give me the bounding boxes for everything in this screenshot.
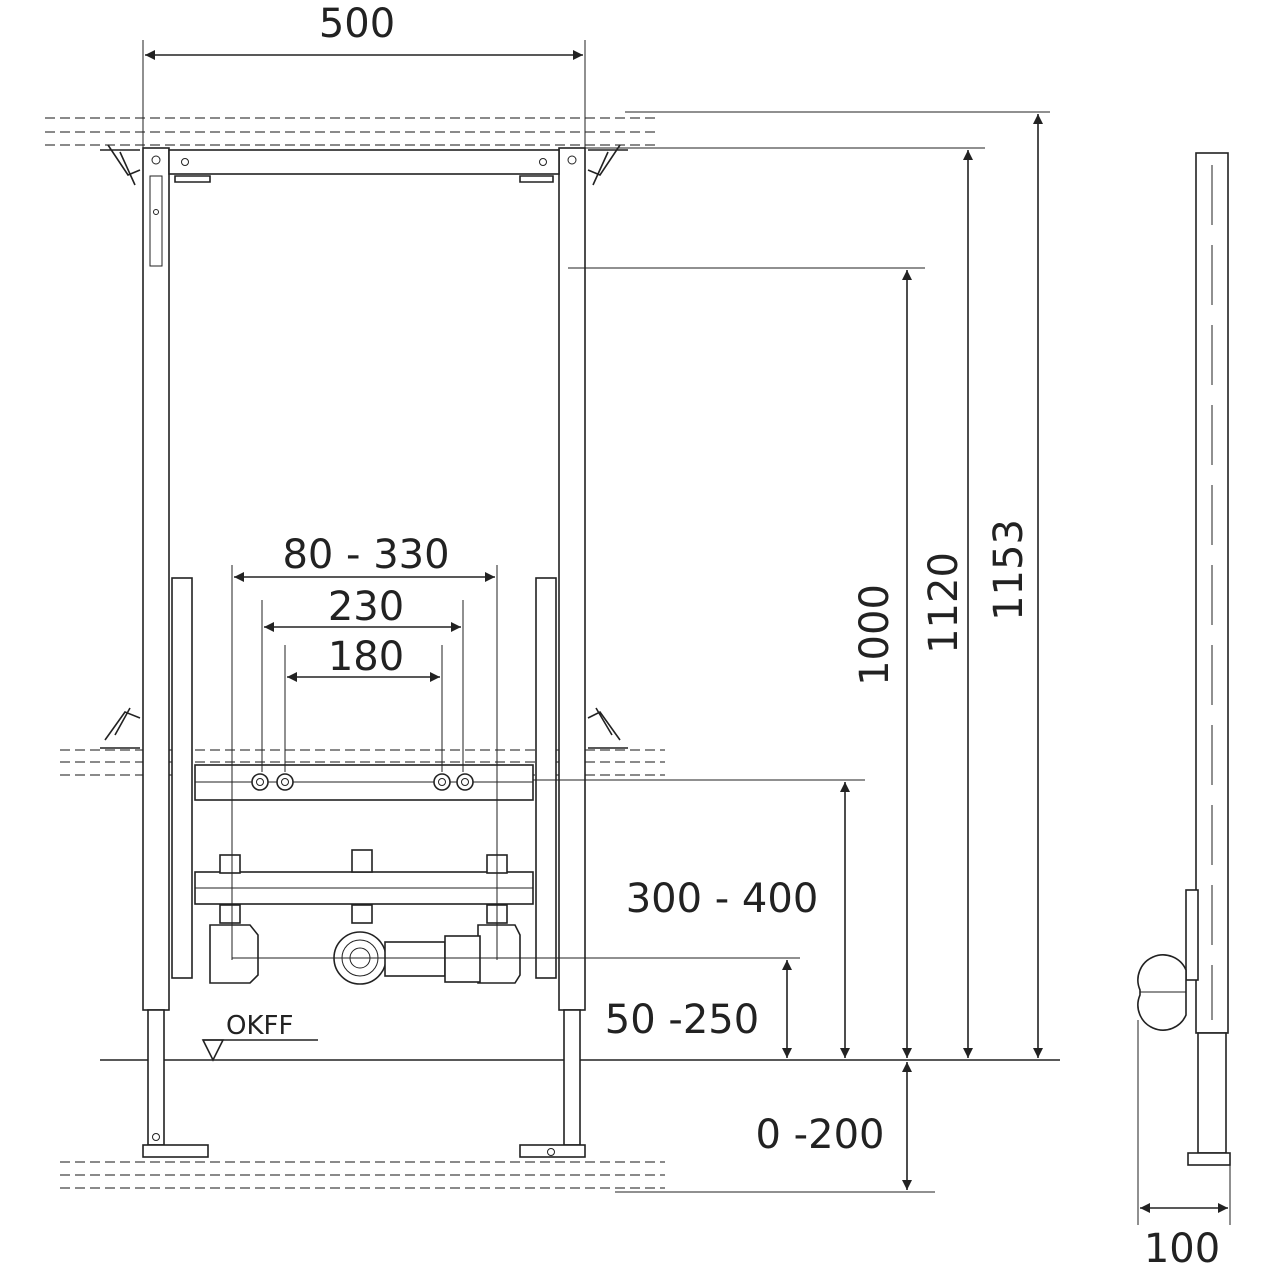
dim-outlet-height-label: 300 - 400 (626, 876, 819, 922)
floor-reference-marker: OKFF (201, 1011, 318, 1062)
dim-foot-adjust: 0 -200 (756, 1062, 912, 1190)
dim-outlet-height: 300 - 400 (533, 779, 865, 1058)
dim-frame-width: 500 (142, 1, 586, 148)
dim-height-1120: 1120 (585, 147, 985, 1058)
frame-side-view (1137, 152, 1231, 1166)
dim-drain-height: 50 -250 (232, 957, 800, 1058)
dim-outlet-inner: 180 (284, 634, 443, 772)
dim-outlet-range-label: 80 - 330 (282, 532, 449, 578)
dim-height-1120-label: 1120 (921, 552, 967, 654)
dim-outlet-range: 80 - 330 (231, 532, 498, 960)
dim-outlet-outer-label: 230 (328, 584, 404, 630)
dim-height-1000-label: 1000 (852, 584, 898, 686)
dim-height-1153-label: 1153 (986, 519, 1032, 621)
ceiling-slab (45, 111, 1050, 146)
frame-front-view (100, 144, 628, 1158)
dim-height-1153: 1153 (986, 114, 1043, 1058)
dim-frame-width-label: 500 (319, 1, 395, 47)
dim-outlet-outer: 230 (261, 584, 464, 772)
dim-height-1000: 1000 (568, 267, 925, 1058)
floor-slab (60, 1161, 935, 1193)
floor-reference-label: OKFF (226, 1011, 293, 1041)
dim-depth: 100 (1137, 1020, 1231, 1272)
dim-outlet-inner-label: 180 (328, 634, 404, 680)
dim-depth-label: 100 (1144, 1226, 1220, 1272)
dim-foot-adjust-label: 0 -200 (756, 1112, 885, 1158)
dim-drain-height-label: 50 -250 (605, 997, 759, 1043)
